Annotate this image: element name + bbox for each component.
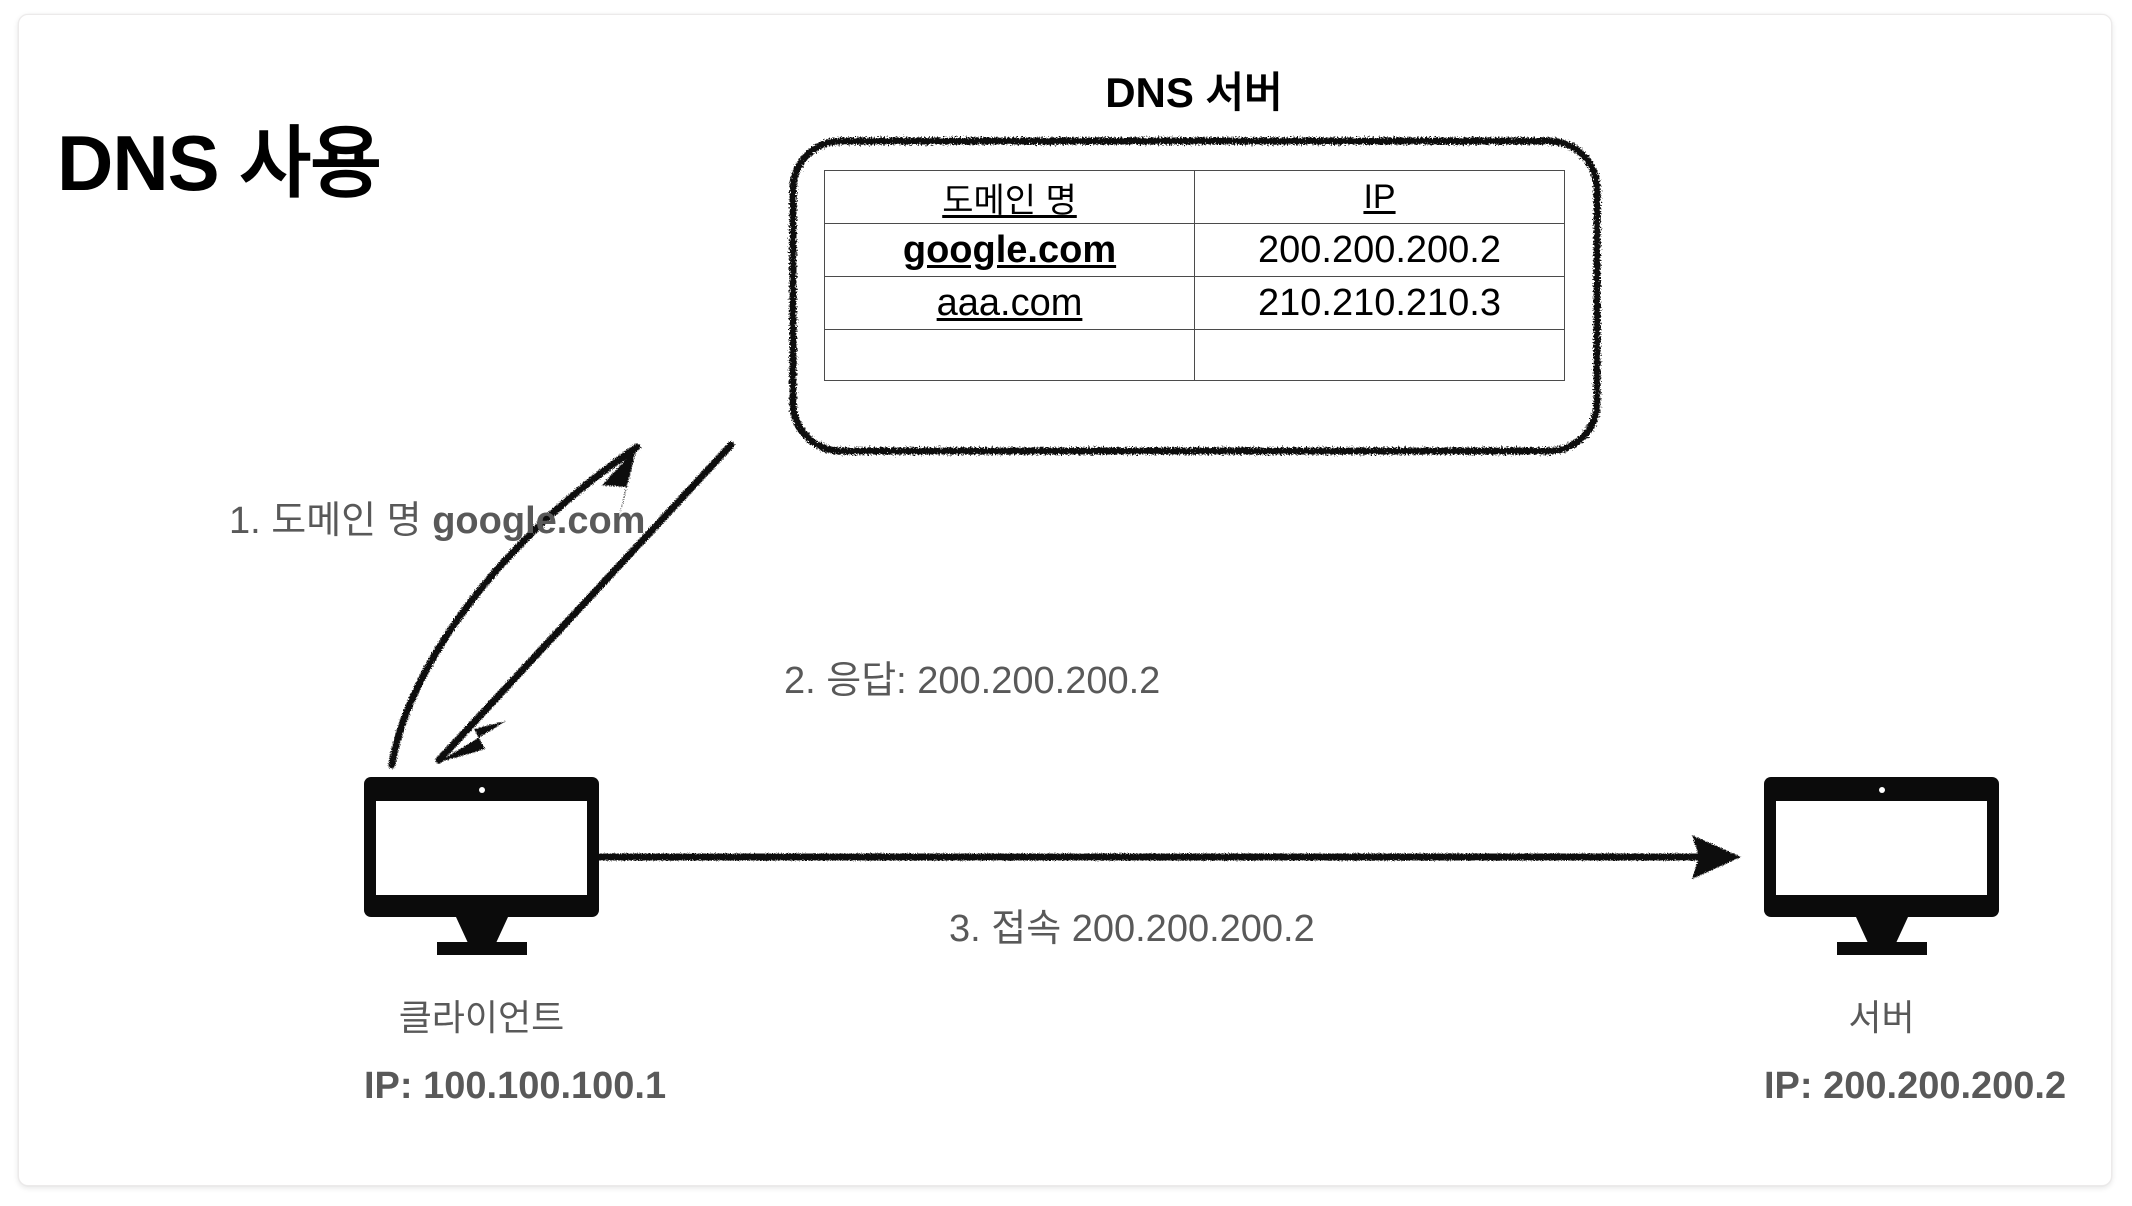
table-row: aaa.com 210.210.210.3 [824,276,1565,330]
cell-domain: aaa.com [824,276,1195,330]
monitor-camera-icon [1878,787,1885,793]
node-server-label: 서버 [1848,997,1915,1038]
cell-ip: 210.210.210.3 [1194,276,1565,330]
cell-domain [824,329,1195,381]
table-header-row: 도메인 명 IP [824,170,1565,224]
node-client-label: 클라이언트 [398,997,565,1038]
flow-label-step-2: 2. 응답: 200.200.200.2 [784,660,1161,702]
monitor-stand-neck [1855,917,1908,943]
table-row-empty [824,329,1565,381]
monitor-stand-base [436,942,527,955]
diagram-area: DNS 사용 DNS 서버 [19,15,2111,1185]
page-title: DNS 사용 [57,119,382,207]
node-server-ip: IP: 200.200.200.2 [1764,1065,2067,1107]
column-header-domain: 도메인 명 [824,170,1195,224]
slide-card: DNS 사용 DNS 서버 [18,14,2112,1186]
monitor-camera-icon [478,787,485,793]
node-client-ip: IP: 100.100.100.1 [364,1065,667,1107]
arrow-client-to-server [415,835,1741,879]
cell-ip [1194,329,1565,381]
cell-ip: 200.200.200.2 [1194,223,1565,277]
flow-label-step-3: 3. 접속 200.200.200.2 [949,908,1315,950]
table-row: google.com 200.200.200.2 [824,223,1565,277]
flow-label-step-1: 1. 도메인 명 google.com [229,500,646,542]
monitor-screen [1776,801,1987,895]
column-header-ip: IP [1194,170,1565,224]
dns-server-caption: DNS 서버 [1105,69,1283,116]
cell-domain: google.com [824,223,1195,277]
monitor-stand-neck [455,917,508,943]
dns-records-table: 도메인 명 IP google.com 200.200.200.2 aaa.co… [824,170,1565,381]
monitor-screen [376,801,587,895]
monitor-stand-base [1836,942,1927,955]
